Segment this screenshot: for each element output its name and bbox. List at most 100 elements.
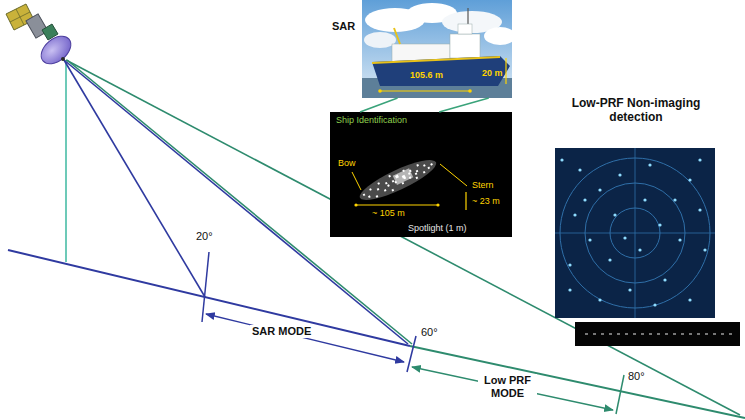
radar-screen-part-part <box>578 168 581 171</box>
ship-photo-part <box>372 57 500 63</box>
ship-echo-part <box>415 172 418 175</box>
ship-photo-part <box>505 58 506 84</box>
part-label: Stern <box>472 180 494 190</box>
ship-echo-part <box>391 189 394 192</box>
ship-photo-part <box>450 34 480 58</box>
radar-screen-part-part <box>643 198 646 201</box>
detection-strip-part-part <box>665 333 668 335</box>
radar-screen-part-part <box>618 173 621 176</box>
ship-echo-part <box>385 182 388 185</box>
ground-line-part <box>8 250 410 346</box>
ship-echo-part <box>423 171 426 174</box>
ship-echo-part <box>408 172 411 175</box>
detection-strip-part-part <box>705 333 708 335</box>
sar-image-part <box>330 112 512 237</box>
ship-echo-part <box>430 163 433 166</box>
sar-image-part <box>465 192 466 210</box>
detection-strip-part-part <box>689 333 692 335</box>
beam-lines-part <box>66 60 740 415</box>
radar-screen-part-part <box>638 248 641 251</box>
mode-label: Low PRF MODE <box>478 374 537 399</box>
ship-echo-part <box>363 193 366 196</box>
ship-echo-part <box>409 176 412 179</box>
angle-label: 20° <box>196 230 213 243</box>
ship-photo-part <box>394 28 400 44</box>
radar-screen-part-part <box>598 298 601 301</box>
sar-image-part <box>352 172 361 190</box>
satellite-icon-part <box>36 31 76 70</box>
sar-image-part <box>440 164 467 186</box>
radar-screen-part-part <box>648 163 651 166</box>
detection-strip-part-part <box>617 333 620 335</box>
radar-screen-part-part <box>623 236 626 239</box>
radar-screen-part-part <box>583 198 586 201</box>
part-label: Bow <box>338 158 356 168</box>
ship-echo-part <box>377 188 380 191</box>
radar-screen-part-part <box>628 288 631 291</box>
sar-image-part <box>436 203 439 206</box>
ship-photo-part <box>468 89 472 93</box>
ship-echo-part <box>376 195 379 198</box>
mode-note: Spotlight (1 m) <box>408 223 467 233</box>
ship-echo-part <box>427 167 430 170</box>
ship-echo-part <box>368 195 371 198</box>
detection-strip-part-part <box>673 333 676 335</box>
radar-screen-part-part <box>698 158 701 161</box>
radar-screen-part-part <box>663 278 666 281</box>
panel-heading: Low-PRF Non-imaging detection <box>553 96 719 125</box>
ship-echo-part <box>369 188 372 191</box>
sar-image <box>330 112 512 237</box>
ship-echo-part <box>356 153 441 207</box>
sar-image-panel: Ship Identification <box>330 112 512 237</box>
dimension-label: 105.6 m <box>410 70 443 80</box>
beam-lines <box>64 60 740 415</box>
radar-screen-part-part <box>608 258 611 261</box>
radar-screen-part-part <box>653 303 656 306</box>
detection-strip-part-part <box>713 333 716 335</box>
detection-strip-part-part <box>585 333 588 335</box>
angle-tick-part <box>616 375 624 414</box>
radar-screen-part-part <box>568 263 571 266</box>
radar-screen-part-part <box>698 208 701 211</box>
ship-photo-part <box>467 8 468 26</box>
ship-photo-part <box>372 56 510 86</box>
radar-screen-part-part <box>573 213 576 216</box>
angle-tick-part <box>202 252 209 322</box>
ground-line-part <box>410 346 745 418</box>
ship-echo <box>356 153 441 207</box>
ship-echo-part <box>388 175 391 178</box>
ship-photo-part <box>458 24 472 34</box>
detection-strip-part-part <box>625 333 628 335</box>
mode-dimension-part <box>206 314 404 362</box>
detection-strip-part-part <box>729 333 732 335</box>
detection-strip-part-part <box>681 333 684 335</box>
ship-echo-part <box>402 182 405 185</box>
radar-screen-part-part <box>613 213 616 216</box>
radar-screen-part-part <box>598 188 601 191</box>
ship-echo-part <box>416 164 419 167</box>
satellite-icon-part <box>61 57 65 61</box>
panel-heading: SAR <box>332 20 516 33</box>
detection-strip-part-part <box>641 333 644 335</box>
mode-dimension <box>206 314 613 410</box>
ship-echo-part <box>395 175 399 179</box>
ship-echo-part <box>409 170 412 173</box>
detection-strip-part-part <box>593 333 596 335</box>
ship-echo-part <box>402 169 405 172</box>
photo-panel: SAR <box>328 0 516 98</box>
ship-photo-part <box>378 89 382 93</box>
radar-screen-part <box>560 158 706 306</box>
radar-screen-part-part <box>688 178 691 181</box>
ship-photo <box>362 0 516 98</box>
detection-strip-part-part <box>609 333 612 335</box>
radar-screen-part-part <box>658 223 661 226</box>
detection-strip-part-part <box>649 333 652 335</box>
ship-echo-part <box>423 164 426 167</box>
ship-echo-part <box>387 184 390 187</box>
dimension-label: ~ 23 m <box>472 196 500 206</box>
sar-image-part <box>356 204 438 205</box>
panel-heading: Ship Identification <box>336 115 506 126</box>
detection-strip-part-part <box>657 333 660 335</box>
radar-screen-part <box>635 148 636 318</box>
ship-photo-part <box>364 32 396 48</box>
